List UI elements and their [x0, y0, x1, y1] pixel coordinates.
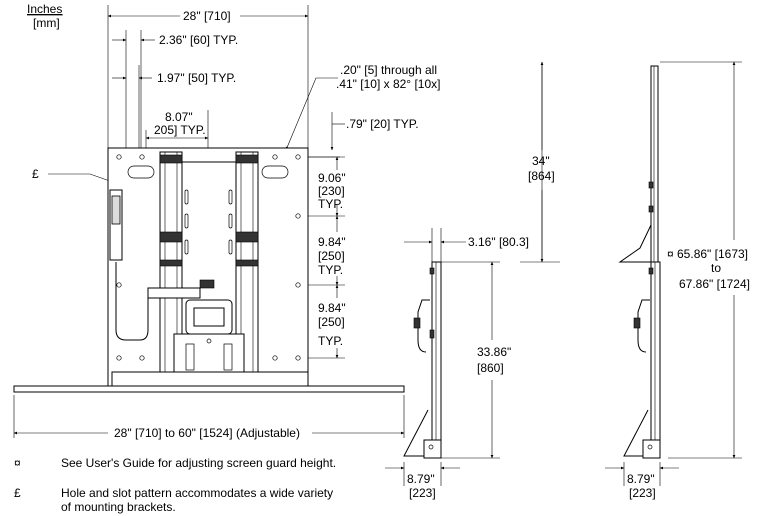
dim-9-84-b3: TYP.: [318, 334, 343, 348]
dim-8-79-b2: [223]: [629, 486, 656, 500]
note-2-symbol: £: [14, 486, 21, 500]
dim-9-06-a: 9.06": [318, 171, 346, 185]
dim-1-97: 1.97" [50] TYP.: [157, 71, 236, 85]
dim-3-16: 3.16" [80.3]: [468, 235, 529, 249]
dim-33-86-b: [860]: [477, 361, 504, 375]
notes: ¤ See User's Guide for adjusting screen …: [14, 456, 336, 514]
note-1-symbol: ¤: [14, 456, 21, 470]
dim-9-84-b2: [250]: [318, 315, 345, 329]
dim-8-79-a1: 8.79": [407, 472, 435, 486]
side-view-1: 34" [864] 3.16" [80.3] 33.86" [860] 8.79…: [385, 61, 560, 500]
dim-8-79-b1: 8.79": [627, 472, 655, 486]
dim-9-84-b1: 9.84": [318, 301, 346, 315]
dim-9-84-a2: [250]: [318, 249, 345, 263]
units-inches-label: Inches: [27, 2, 62, 16]
note-2-text-2: of mounting brackets.: [61, 500, 176, 514]
dim-to: to: [711, 261, 721, 275]
dim-33-86-a: 33.86": [477, 345, 511, 359]
side-view-2: ¤ 65.86" [1673] to 67.86" [1724] 8.79" […: [605, 61, 750, 500]
dim-65-86: ¤ 65.86" [1673]: [667, 247, 748, 261]
dim-9-84-a3: TYP.: [318, 263, 343, 277]
dim-9-06-b: [230]: [318, 184, 345, 198]
dim-0-79: .79" [20] TYP.: [346, 117, 419, 131]
dim-9-84-a1: 9.84": [318, 235, 346, 249]
note-2-text-1: Hole and slot pattern accommodates a wid…: [61, 486, 333, 500]
hole-note-1: .20" [5] through all: [340, 63, 437, 77]
dim-9-06-c: TYP.: [318, 197, 343, 211]
pound-callout: £: [32, 167, 39, 181]
note-1-text: See User's Guide for adjusting screen gu…: [61, 456, 336, 470]
dim-2-36: 2.36" [60] TYP.: [159, 33, 238, 47]
dim-top-width: 28" [710]: [183, 9, 231, 23]
dim-34-a: 34": [532, 154, 550, 168]
front-view: 28" [710] 2.36" [60] TYP. 1.97" [50] TYP…: [13, 5, 440, 440]
dim-67-86: 67.86" [1724]: [679, 277, 750, 291]
dim-bottom-width: 28" [710] to 60" [1524] (Adjustable): [114, 426, 300, 440]
dim-8-07-a: 8.07": [165, 110, 193, 124]
dim-8-07-b: 205] TYP.: [154, 123, 206, 137]
dim-34-b: [864]: [528, 169, 555, 183]
hole-note-2: .41" [10] x 82° [10x]: [336, 77, 440, 91]
dim-8-79-a2: [223]: [409, 486, 436, 500]
units-mm-label: [mm]: [33, 16, 60, 30]
